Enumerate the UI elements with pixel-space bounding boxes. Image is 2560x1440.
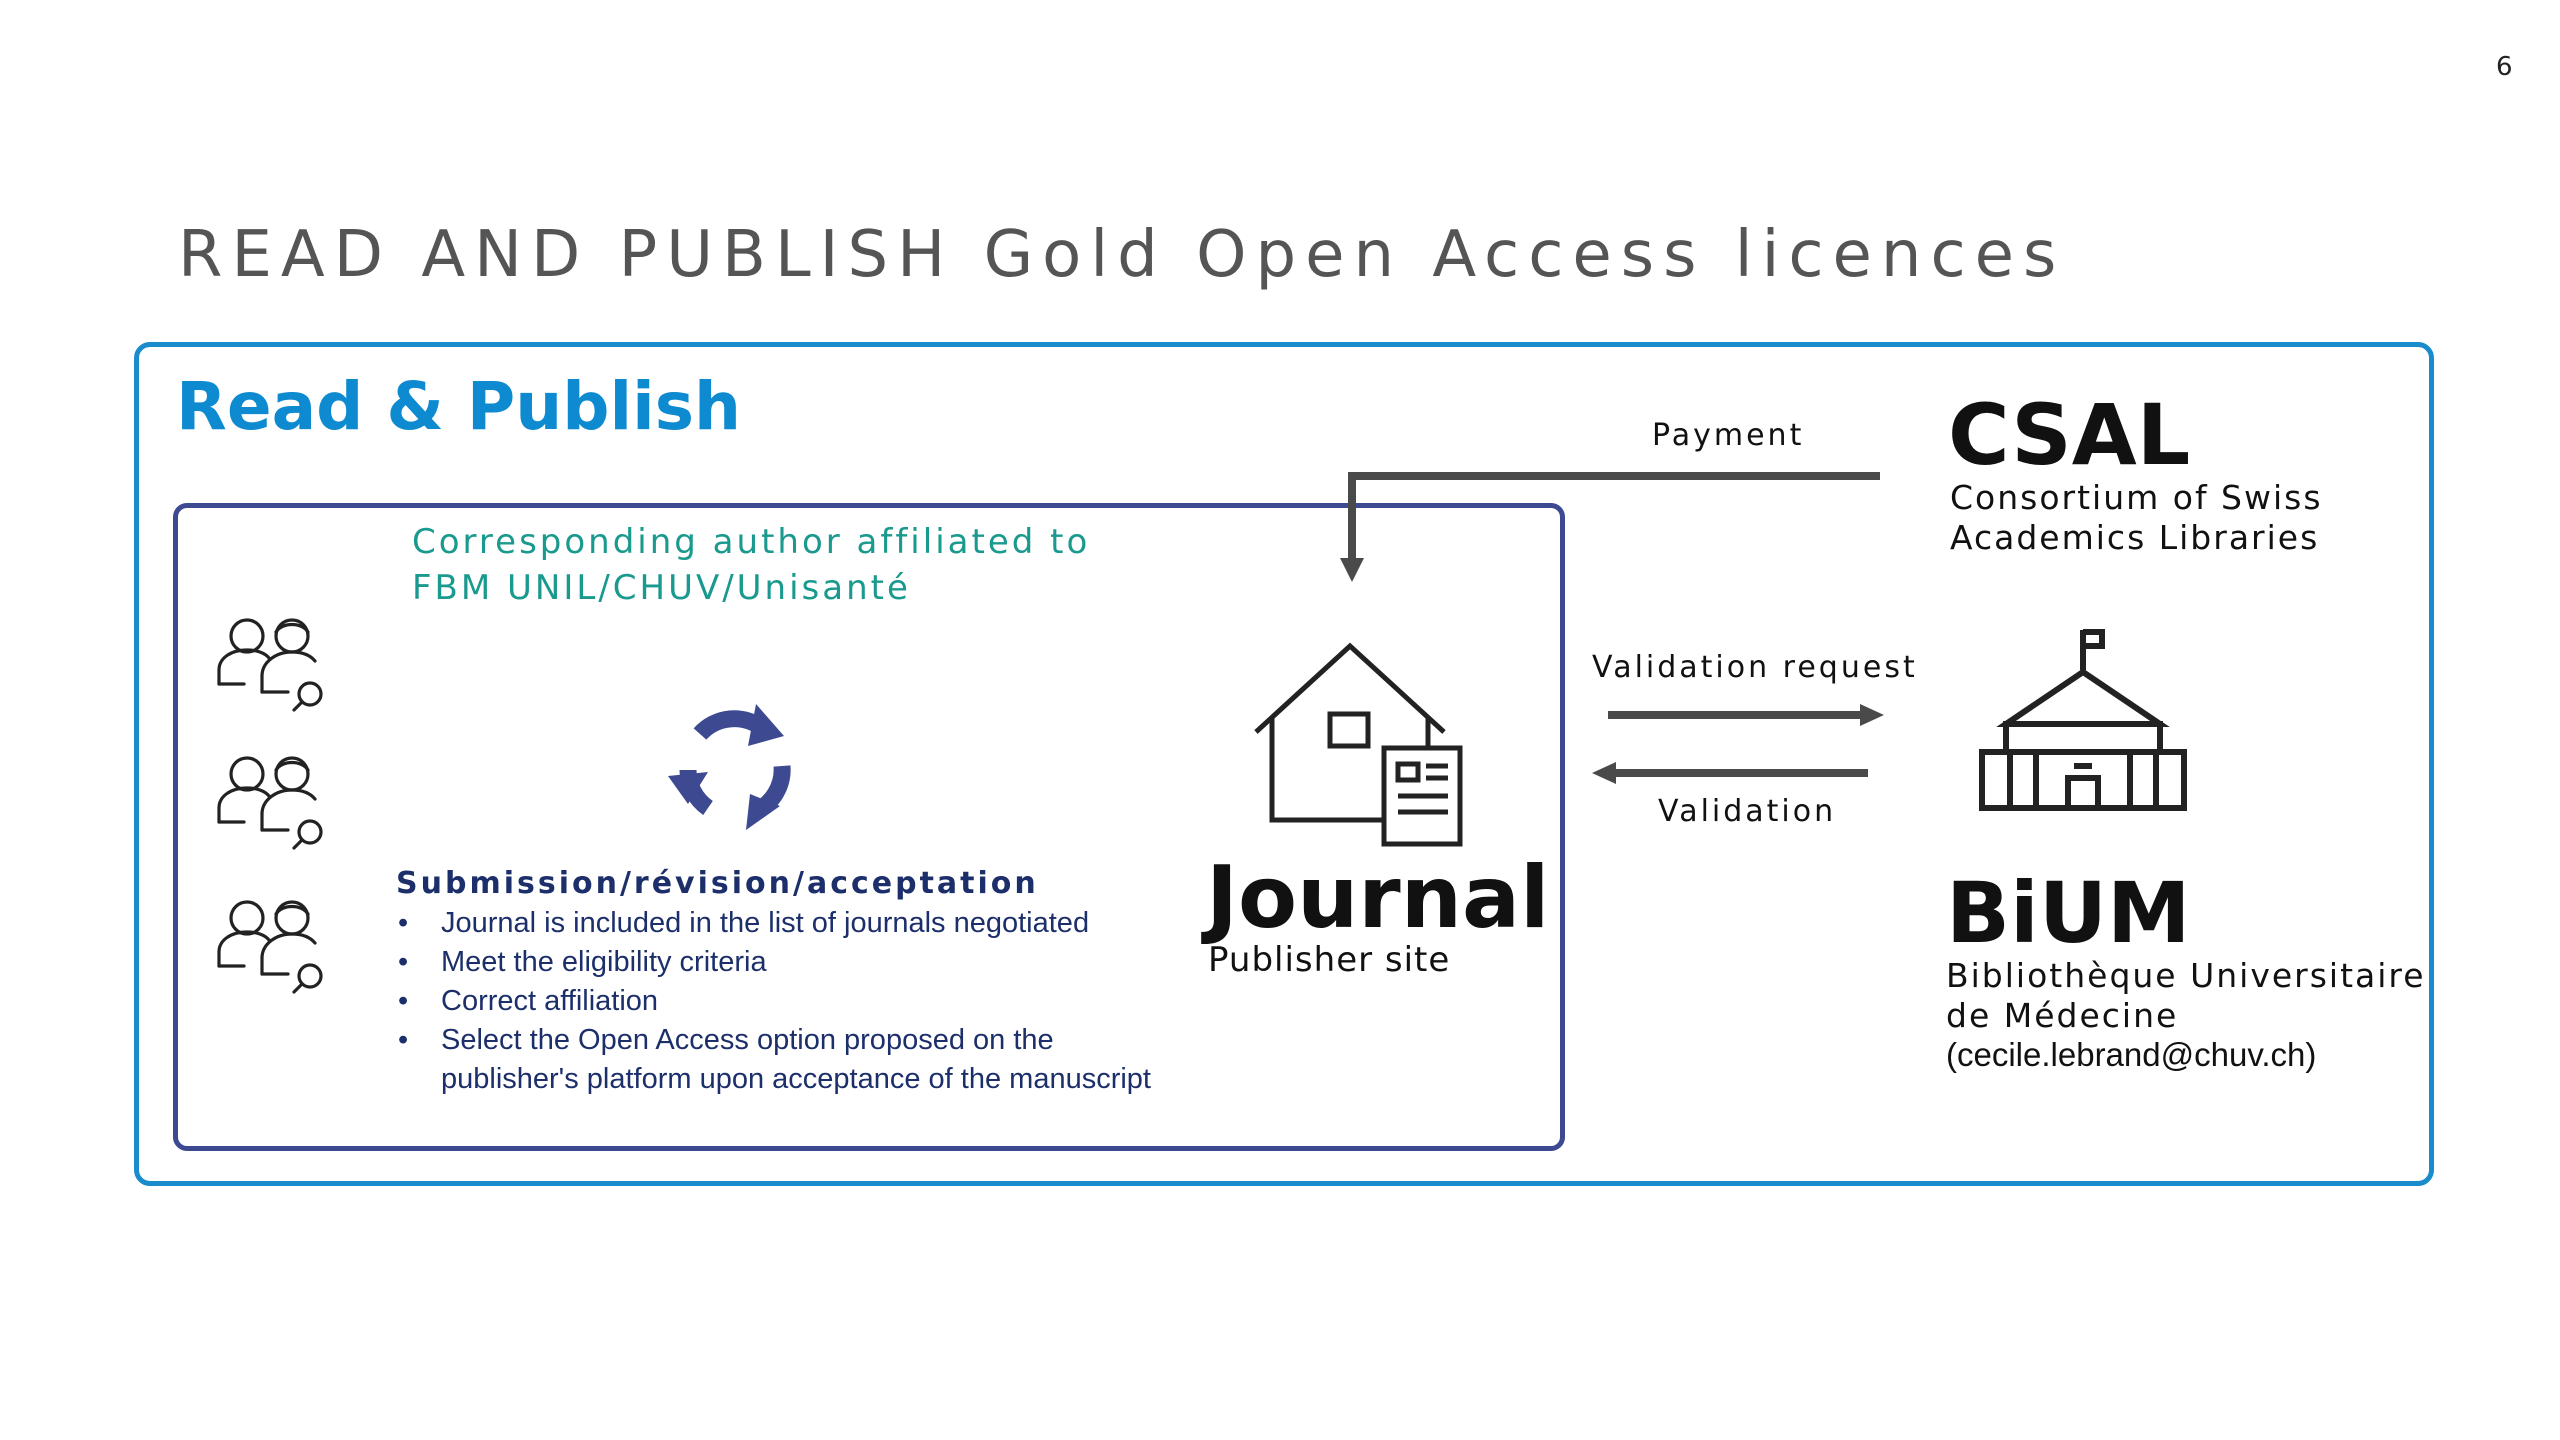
house-document-icon [1254,642,1463,847]
bium-contact-email: (cecile.lebrand@chuv.ch) [1946,1036,2317,1073]
people-search-icon [217,900,323,994]
journal-title: Journal [1206,848,1550,948]
author-affiliation-line-2: FBM UNIL/CHUV/Unisanté [412,568,911,608]
author-workflow-frame [173,503,1565,1151]
validation-request-label: Validation request [1592,650,1918,685]
eligibility-criteria-list: Journal is included in the list of journ… [396,904,1176,1099]
panel-title: Read & Publish [176,368,741,445]
validation-label: Validation [1658,794,1837,829]
slide-title: READ AND PUBLISH Gold Open Access licenc… [178,218,2066,292]
criteria-item: Meet the eligibility criteria [396,943,1176,982]
criteria-item: Journal is included in the list of journ… [396,904,1176,943]
validation-request-arrow [1608,704,1884,726]
people-search-icon [217,756,323,850]
criteria-item: Correct affiliation [396,982,1176,1021]
page-number: 6 [2496,52,2513,82]
csal-subtitle-line-2: Academics Libraries [1950,518,2320,557]
payment-arrow [1340,472,1880,582]
steps-heading: Submission/révision/acceptation [396,866,1039,901]
bium-subtitle-line-2: de Médecine [1946,996,2179,1035]
bium-subtitle-line-1: Bibliothèque Universitaire [1946,956,2426,995]
read-publish-frame [134,342,2434,1186]
author-affiliation-line-1: Corresponding author affiliated to [412,522,1091,562]
bium-title: BiUM [1946,864,2191,962]
csal-title: CSAL [1948,386,2191,484]
criteria-item: Select the Open Access option proposed o… [396,1021,1176,1099]
csal-subtitle-line-1: Consortium of Swiss [1950,478,2323,517]
library-building-icon [1979,629,2187,811]
payment-label: Payment [1652,418,1805,453]
journal-subtitle: Publisher site [1208,940,1451,980]
recycle-arrows-icon [668,704,791,830]
people-search-icon [217,618,323,712]
validation-arrow [1592,762,1868,784]
